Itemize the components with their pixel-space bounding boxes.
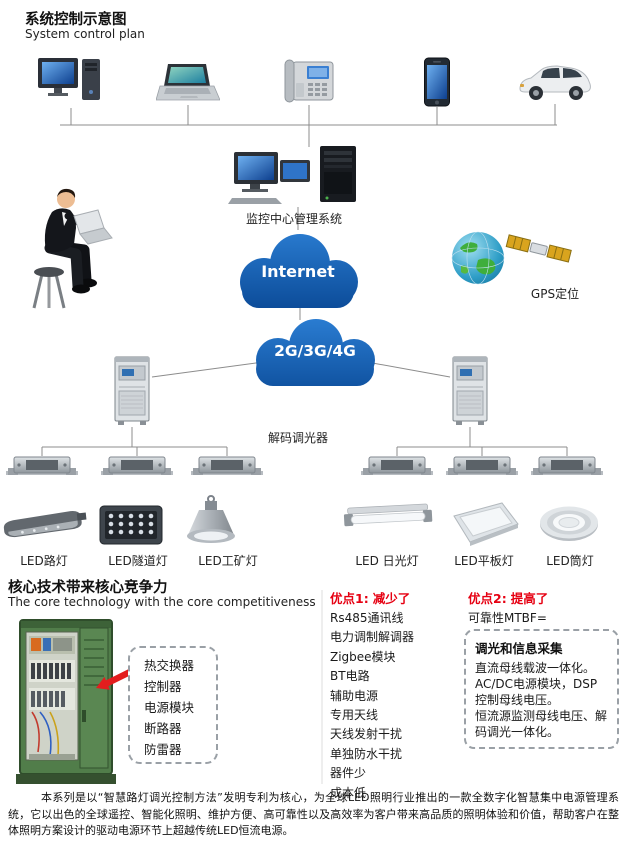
network-cloud (240, 316, 390, 394)
led-downlight-label: LED筒灯 (546, 554, 594, 568)
advantage1-item: 天线发射干扰 (330, 727, 403, 742)
advantage2-value: 提高了 (510, 591, 549, 606)
cabinet-part-item: 控制器 (144, 679, 182, 694)
collection-box-line: 直流母线载波一体化。 (475, 661, 596, 675)
core-title: 核心技术带来核心竞争力 (8, 580, 168, 596)
led-downlight-icon (536, 503, 602, 549)
advantage1-value: 减少了 (372, 591, 411, 606)
control-cabinet-icon (450, 355, 490, 431)
advantage1-item: 成本低 (330, 785, 367, 800)
advantage1-heading: 优点1:减少了 (330, 588, 410, 607)
led-street-lamp-icon (0, 506, 88, 552)
fax-phone-icon (283, 56, 335, 110)
advantage1-item: 单独防水干扰 (330, 746, 403, 761)
cabinet-part-item: 热交换器 (144, 658, 195, 673)
dimmer-device-icon (446, 455, 518, 481)
advantage2-label: 优点2: (468, 591, 507, 606)
internet-cloud (228, 226, 368, 316)
advantage1-label: 优点1: (330, 591, 369, 606)
collection-box-title: 调光和信息采集 (475, 641, 563, 656)
gps-label: GPS定位 (530, 287, 580, 301)
led-tube-lamp-label: LED 日光灯 (355, 554, 419, 568)
led-tunnel-lamp-icon (98, 502, 164, 552)
car-icon (515, 62, 595, 108)
control-cabinet-icon (112, 355, 152, 431)
page-title: 系统控制示意图 (25, 12, 127, 28)
monitoring-center-icon (228, 146, 368, 212)
network-label: 2G/3G/4G (274, 342, 356, 360)
dimmer-device-icon (531, 455, 603, 481)
dimmer-device-icon (361, 455, 433, 481)
page-subtitle: System control plan (25, 27, 145, 41)
cabinet-part-item: 断路器 (144, 721, 182, 736)
led-highbay-lamp-icon (182, 494, 240, 558)
monitoring-center-label: 监控中心管理系统 (245, 212, 342, 226)
led-tube-lamp-icon (342, 502, 434, 534)
collection-box: 调光和信息采集 直流母线载波一体化。 AC/DC电源模块，DSP控制母线电压。 … (464, 629, 619, 749)
desktop-computer-icon (36, 56, 106, 112)
laptop-icon (155, 62, 221, 110)
advantage1-item: 辅助电源 (330, 688, 379, 703)
dimmer-device-icon (191, 455, 263, 481)
advantage1-item: 器件少 (330, 766, 367, 781)
advantage1-item: Zigbee模块 (330, 649, 396, 664)
gps-satellite-icon (505, 234, 572, 263)
gps-globe-icon (448, 224, 578, 292)
led-highbay-lamp-label: LED工矿灯 (198, 554, 258, 568)
internet-label: Internet (261, 262, 335, 281)
cabinet-part-item: 电源模块 (144, 700, 195, 715)
advantage1-item: BT电路 (330, 669, 370, 684)
red-arrow-icon (88, 664, 140, 698)
collection-box-line: 恒流源监测母线电压、解码调光一体化。 (475, 709, 608, 739)
advantage2-heading: 优点2:提高了 (468, 588, 548, 607)
businessman-image (16, 182, 116, 314)
advantage1-item: 电力调制解调器 (330, 630, 415, 645)
dimmer-device-icon (6, 455, 78, 481)
led-panel-lamp-icon (446, 500, 522, 554)
cabinet-parts-box: 热交换器 控制器 电源模块 断路器 防雷器 (128, 646, 218, 764)
advantage1-item: Rs485通讯线 (330, 611, 404, 625)
led-panel-lamp-label: LED平板灯 (454, 554, 514, 568)
dimmer-device-icon (101, 455, 173, 481)
led-street-lamp-label: LED路灯 (20, 554, 68, 568)
collection-box-line: AC/DC电源模块，DSP控制母线电压。 (475, 677, 598, 707)
core-subtitle: The core technology with the core compet… (8, 595, 316, 609)
reliability-text: 可靠性MTBF= (468, 611, 547, 625)
led-tunnel-lamp-label: LED隧道灯 (108, 554, 168, 568)
smartphone-icon (423, 57, 451, 111)
cabinet-part-item: 防雷器 (144, 742, 182, 757)
power-cabinet-image (16, 616, 116, 792)
advantage1-item: 专用天线 (330, 708, 379, 723)
advantage1-list: Rs485通讯线 电力调制解调器 Zigbee模块 BT电路 辅助电源 专用天线… (330, 609, 414, 803)
dimmer-row-label: 解码调光器 (267, 431, 328, 445)
footer-paragraph: 本系列是以“智慧路灯调光控制方法”发明专利为核心，为全球LED照明行业推出的一款… (8, 791, 619, 837)
